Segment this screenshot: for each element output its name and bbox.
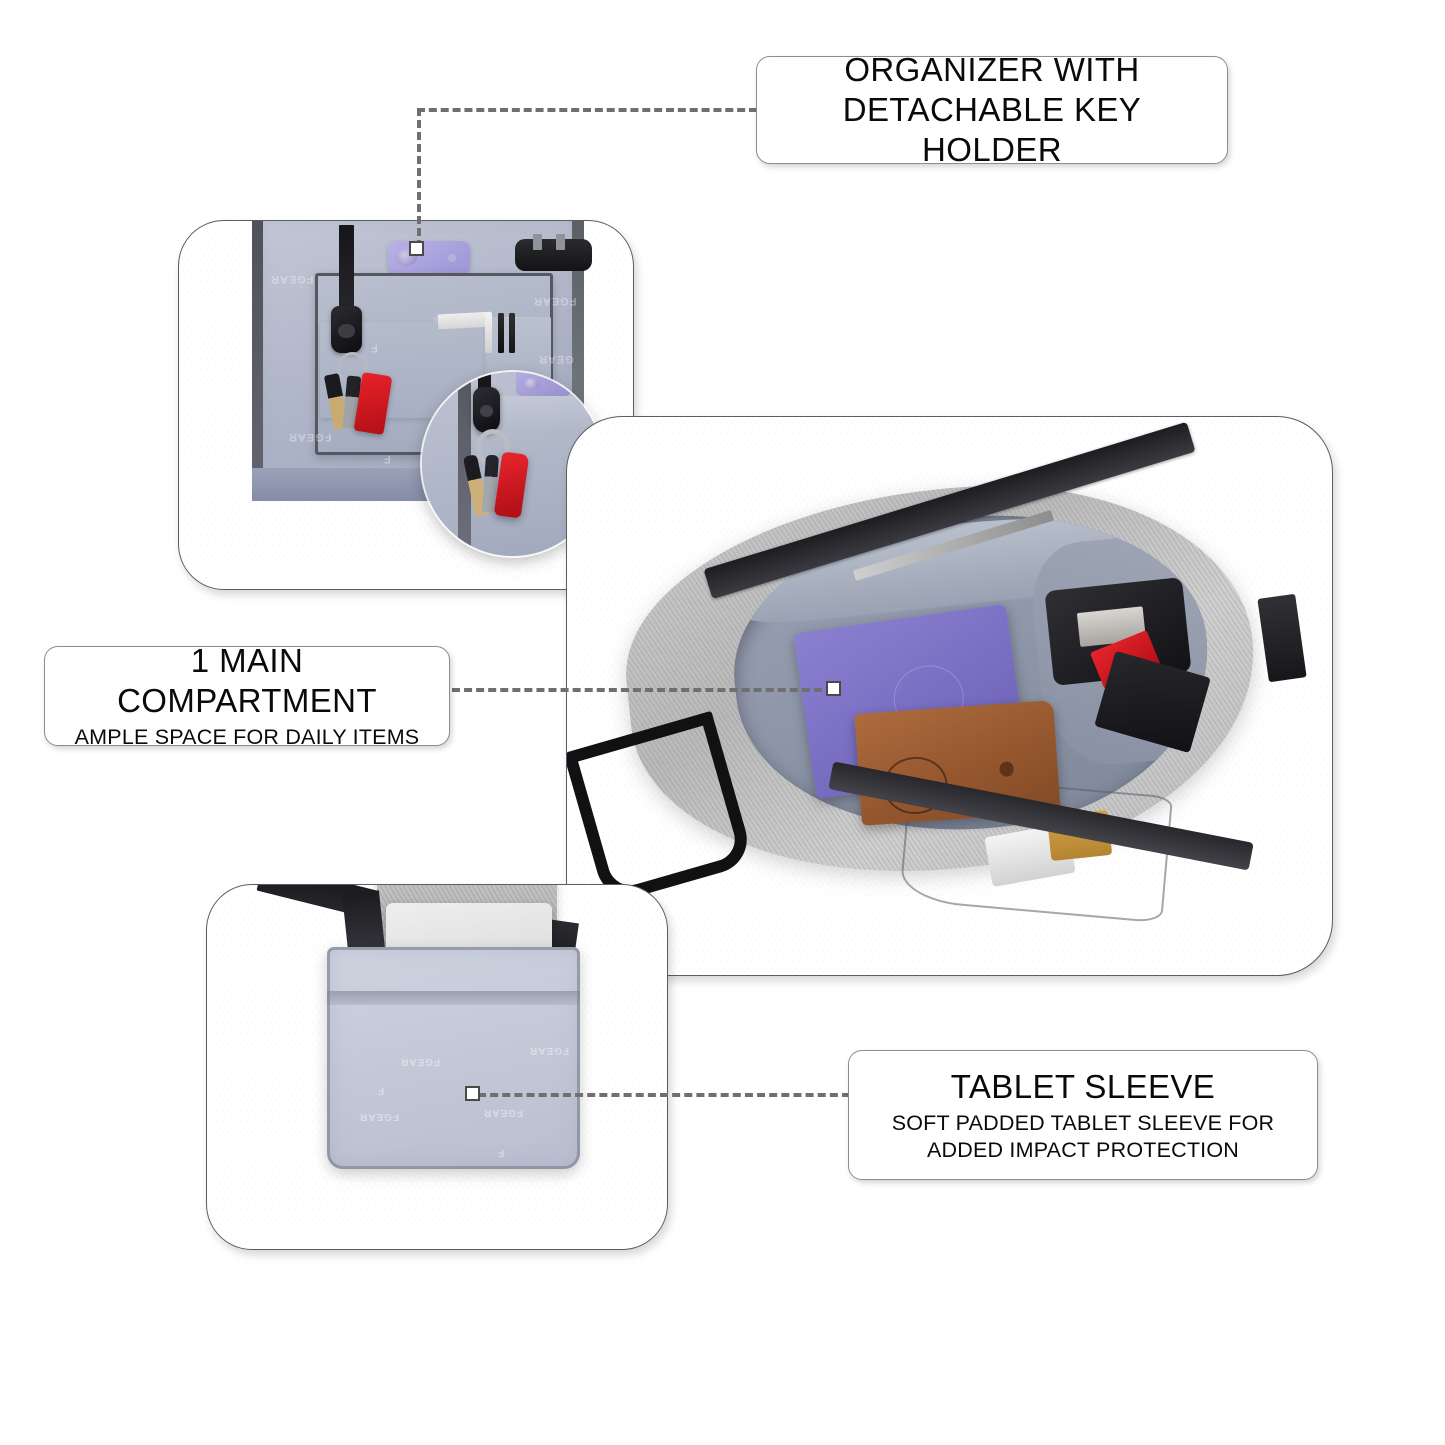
label-tablet-sleeve[interactable]: TABLET SLEEVE SOFT PADDED TABLET SLEEVE … xyxy=(848,1050,1318,1180)
sleeve-trim xyxy=(326,946,580,1169)
label-main-compartment[interactable]: 1 MAIN COMPARTMENT AMPLE SPACE FOR DAILY… xyxy=(44,642,450,749)
marker-main-compartment xyxy=(826,681,841,696)
magnified-smartphone xyxy=(516,371,571,396)
connector-organizer-horizontal xyxy=(417,108,757,112)
strap-adjuster-tab xyxy=(1257,593,1308,682)
label-organizer-title: ORGANIZER WITH DETACHABLE KEY HOLDER xyxy=(842,50,1142,169)
marker-organizer xyxy=(409,241,424,256)
panel-organizer[interactable]: FGEAR FGEAR F FGEAR GEAR F xyxy=(178,220,634,590)
panel-tablet-sleeve[interactable]: FGEAR FGEAR FGEAR FGEAR F F xyxy=(206,884,668,1250)
organizer-photo: FGEAR FGEAR F FGEAR GEAR F xyxy=(179,221,633,589)
detachable-key-clip xyxy=(330,305,363,354)
label-organizer[interactable]: ORGANIZER WITH DETACHABLE KEY HOLDER xyxy=(756,51,1228,168)
panel-main-compartment[interactable] xyxy=(566,416,1333,976)
charger-prong-left xyxy=(533,233,543,251)
card-in-slot xyxy=(437,311,493,330)
tablet-sleeve-photo: FGEAR FGEAR FGEAR FGEAR F F xyxy=(207,885,667,1249)
main-compartment-photo xyxy=(567,417,1332,975)
magnified-strap xyxy=(478,371,491,391)
smartphone xyxy=(387,241,470,275)
pen-black xyxy=(497,313,505,354)
connector-organizer-vertical xyxy=(417,108,421,248)
pen-dark xyxy=(508,313,515,354)
organizer-left-trim xyxy=(251,221,263,497)
key-holder-strap xyxy=(338,224,355,313)
strap-webbing-left xyxy=(342,890,385,953)
pen-white xyxy=(485,313,493,354)
charger-adapter xyxy=(514,239,593,271)
magnified-detachable-clip xyxy=(472,386,500,433)
organizer-right-trim xyxy=(572,221,584,497)
connector-main-compartment xyxy=(452,688,834,692)
padded-tablet-sleeve xyxy=(326,946,580,1169)
label-main-subtitle: AMPLE SPACE FOR DAILY ITEMS xyxy=(74,725,420,750)
connector-tablet-sleeve xyxy=(478,1093,850,1097)
label-tablet-title: TABLET SLEEVE xyxy=(950,1067,1216,1105)
marker-tablet-sleeve xyxy=(465,1086,480,1101)
label-tablet-subtitle: SOFT PADDED TABLET SLEEVE FOR ADDED IMPA… xyxy=(891,1110,1275,1162)
sleeve-opening-lip xyxy=(326,990,580,1006)
charger-prong-right xyxy=(555,233,565,251)
label-main-title: 1 MAIN COMPARTMENT xyxy=(117,641,377,720)
